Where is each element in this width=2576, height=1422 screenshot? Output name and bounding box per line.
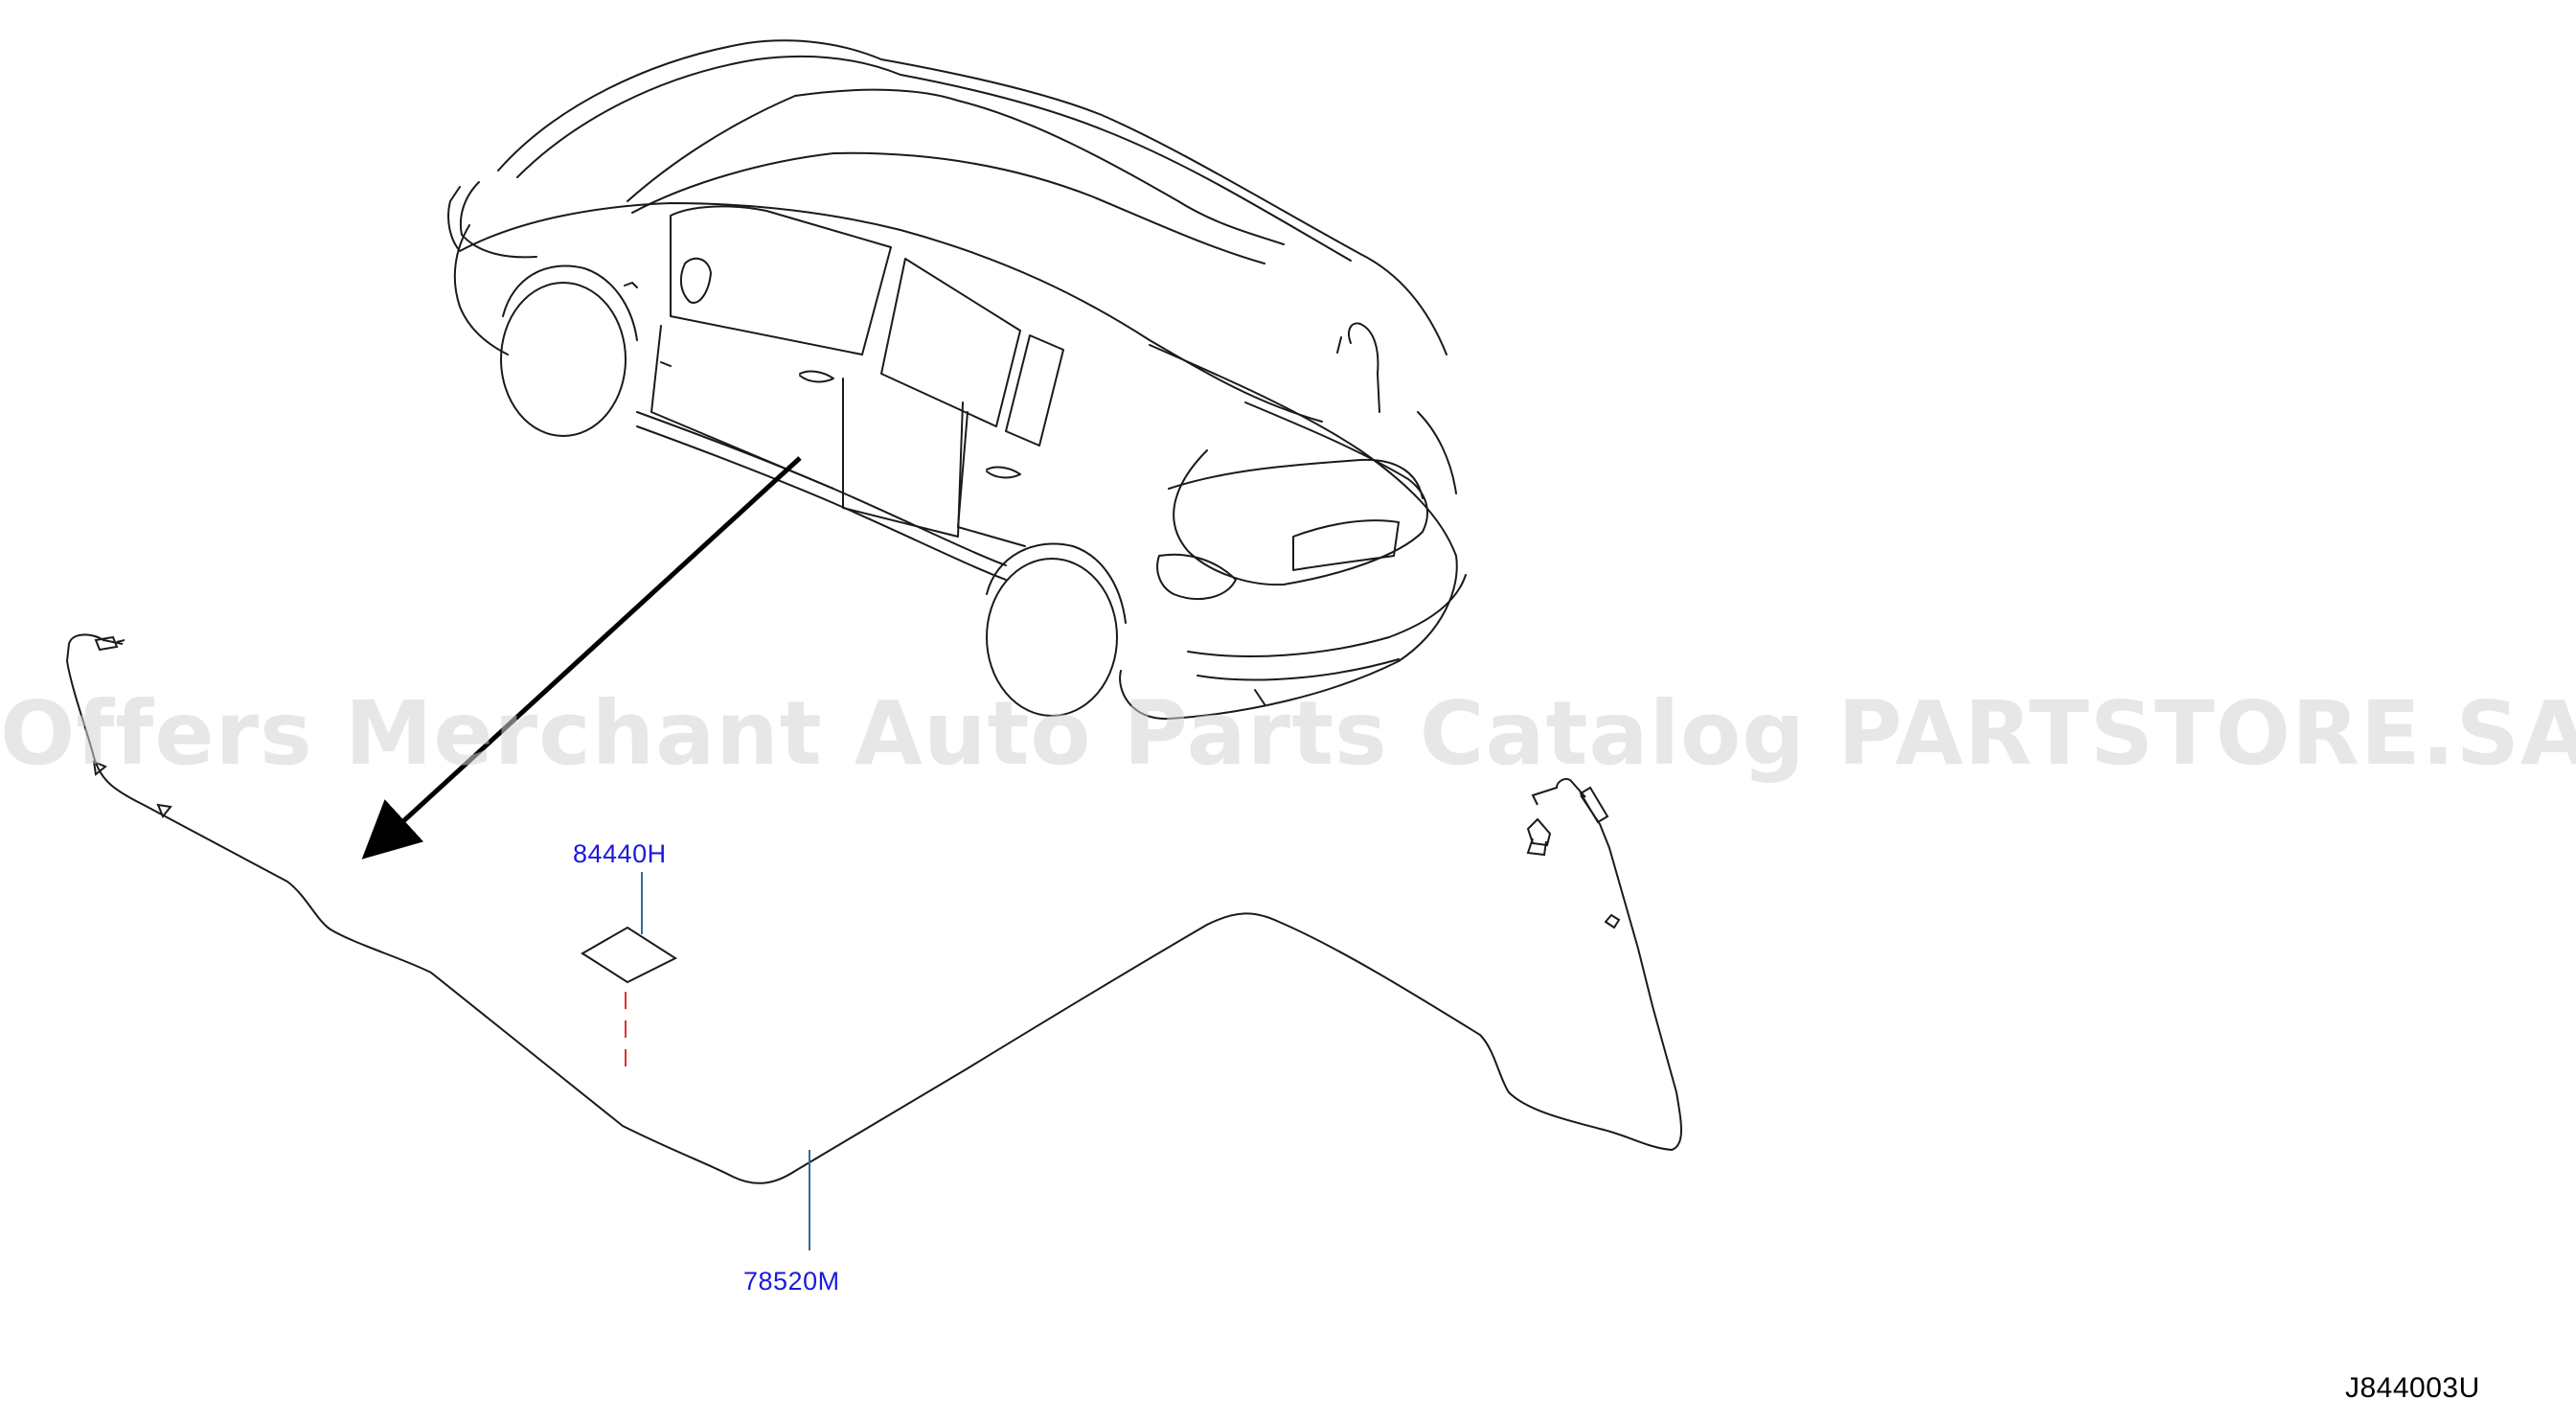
antenna-cable-78520m [66,633,1682,1184]
location-arrow [361,456,802,860]
cable-end-connector [94,635,125,652]
watermark: Offers Merchant Auto Parts Catalog PARTS… [0,682,2576,785]
car-illustration [447,39,1467,721]
antenna-connector [1526,778,1621,929]
diagram-code: J844003U [2345,1372,2480,1404]
part-label-84440h[interactable]: 84440H [573,839,667,868]
part-84440h-shape [581,926,678,984]
part-label-78520m[interactable]: 78520M [743,1267,840,1296]
cable-clip [156,803,172,818]
cable-clip [92,760,107,776]
